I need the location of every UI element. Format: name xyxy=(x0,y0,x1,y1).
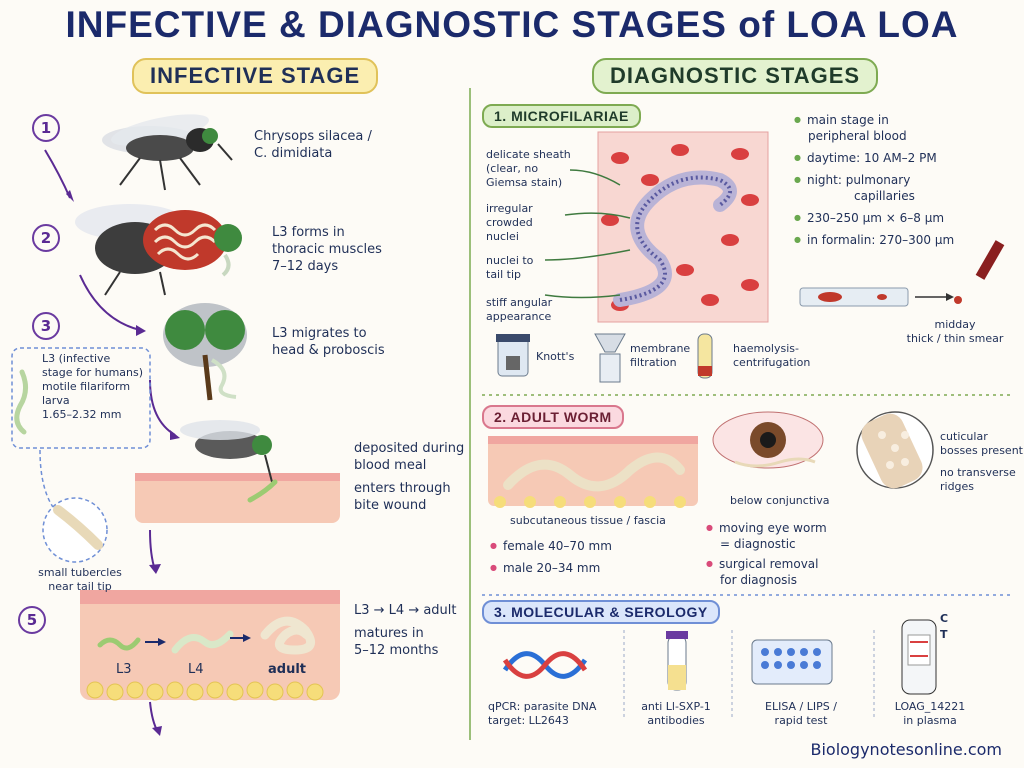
centrifugation-icon xyxy=(697,333,713,379)
chrysops-fly-icon xyxy=(102,114,233,191)
molecular-serology-heading: 3. MOLECULAR & SEROLOGY xyxy=(482,600,720,624)
larva-note-box xyxy=(11,347,151,449)
membrane-filtration-icon xyxy=(594,333,626,383)
l3-larva-icon xyxy=(14,369,28,435)
skin-bite-icon xyxy=(135,420,340,523)
fly-thorax-larvae-icon xyxy=(75,204,242,296)
stage-label-l3: L3 xyxy=(116,662,132,677)
method-knotts: Knott's xyxy=(536,350,575,363)
rapid-test-icon xyxy=(901,619,937,695)
micro-bullets: main stage in peripheral blood daytime: … xyxy=(794,112,954,248)
adult-size-bullets: female 40–70 mm male 20–34 mm xyxy=(490,538,612,576)
elisa-plate-icon xyxy=(751,639,833,685)
dna-icon xyxy=(502,651,588,679)
eye-label: below conjunctiva xyxy=(730,494,830,507)
diagnostic-illustrations xyxy=(488,131,1005,720)
adult-diag-bullets: moving eye worm = diagnostic surgical re… xyxy=(706,520,827,588)
step-number-3: 3 xyxy=(32,312,60,340)
step-number-2: 2 xyxy=(32,224,60,252)
tail-tip-icon xyxy=(53,505,103,550)
footer-credit: Biologynotesonline.com xyxy=(810,740,1002,759)
arrow-3-4 xyxy=(149,379,176,436)
adult-worm-tissue-icon xyxy=(488,436,698,508)
page-title: INFECTIVE & DIAGNOSTIC STAGES of LOA LOA xyxy=(65,4,959,45)
stage-label-l4: L4 xyxy=(188,662,204,677)
test-mark-c: C xyxy=(940,612,949,625)
step1-text: Chrysops silacea /C. dimidiata xyxy=(254,129,372,161)
slide-dropper-icon xyxy=(799,240,1005,307)
eye-worm-icon xyxy=(712,411,824,469)
microfilariae-heading: 1. MICROFILARIAE xyxy=(482,104,641,128)
blood-smear-panel xyxy=(544,131,769,323)
tissue-label: subcutaneous tissue / fascia xyxy=(510,514,666,527)
arrow-1-2 xyxy=(44,149,71,199)
knotts-icon xyxy=(496,334,530,377)
tissue-maturation-icon xyxy=(80,590,340,701)
method-centrifugation: haemolysis-centrifugation xyxy=(733,342,811,369)
step-number-5: 5 xyxy=(18,606,46,634)
test-mark-t: T xyxy=(940,628,948,641)
infective-illustrations xyxy=(11,114,340,736)
adult-worm-heading: 2. ADULT WORM xyxy=(482,405,624,429)
elisa-label: ELISA / LIPS /rapid test xyxy=(765,700,837,727)
step-number-1: 1 xyxy=(32,114,60,142)
stage-label-adult: adult xyxy=(268,662,307,677)
arrow-4-5 xyxy=(149,529,156,571)
fly-head-proboscis-icon xyxy=(163,303,247,401)
cuticle-bosses-icon xyxy=(856,411,934,489)
arrow-2-3 xyxy=(79,274,141,331)
antibody-tube-icon xyxy=(666,631,688,691)
infective-stage-heading: INFECTIVE STAGE xyxy=(132,58,379,94)
diagnostic-stages-heading: DIAGNOSTIC STAGES xyxy=(592,58,879,94)
